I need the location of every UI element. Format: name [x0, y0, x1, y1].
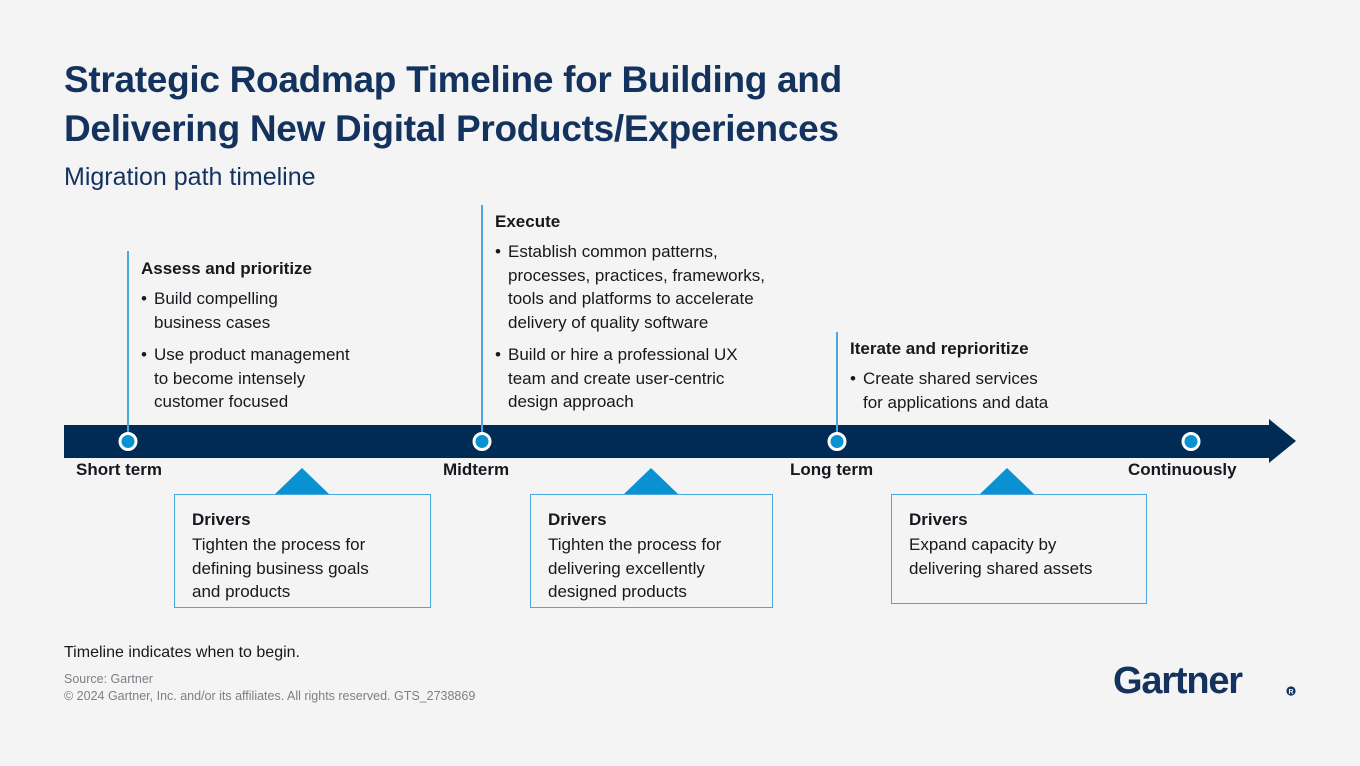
timeline-bar	[64, 419, 1296, 463]
driver-pointer-icon-1	[275, 468, 329, 494]
driver-box-3: Drivers Expand capacity by delivering sh…	[891, 494, 1147, 604]
driver-box-2: Drivers Tighten the process for deliveri…	[530, 494, 773, 608]
callout-title: Execute	[495, 212, 561, 231]
source-attribution: Source: Gartner © 2024 Gartner, Inc. and…	[64, 671, 475, 705]
bullet-icon: •	[141, 345, 147, 364]
list-item: • Build compelling business cases	[141, 287, 427, 334]
list-item-text: Build or hire a professional UX team and…	[508, 345, 738, 411]
callout-title: Assess and prioritize	[141, 259, 313, 278]
source-line: Source: Gartner	[64, 672, 153, 686]
callout-title: Iterate and reprioritize	[850, 339, 1029, 358]
timeline-label-short-term: Short term	[76, 460, 162, 479]
svg-text:R: R	[1288, 689, 1293, 696]
connector-stem-short-term	[127, 251, 129, 441]
timeline-bar-body	[64, 425, 1275, 458]
driver-title: Drivers	[192, 510, 251, 529]
connector-stem-long-term	[836, 332, 838, 441]
bullet-icon: •	[495, 345, 501, 364]
svg-text:Gartner: Gartner	[1113, 660, 1243, 702]
timeline-label-continuously: Continuously	[1128, 460, 1237, 479]
list-item-text: Build compelling business cases	[154, 289, 278, 332]
callout-iterate-and-reprioritize: Iterate and reprioritize • Create shared …	[836, 338, 1126, 414]
timeline-node-midterm[interactable]	[472, 432, 492, 451]
list-item-text: Establish common patterns, processes, pr…	[508, 242, 765, 332]
header: Strategic Roadmap Timeline for Building …	[64, 55, 1164, 192]
page-title: Strategic Roadmap Timeline for Building …	[64, 59, 842, 149]
bullet-icon: •	[850, 369, 856, 388]
list-item-text: Create shared services for applications …	[863, 369, 1049, 412]
callout-bullet-list: • Build compelling business cases • Use pr…	[141, 287, 427, 414]
driver-pointer-icon-2	[624, 468, 678, 494]
timeline-node-long-term[interactable]	[827, 432, 847, 451]
timeline-label-long-term: Long term	[790, 460, 874, 479]
list-item: • Establish common patterns, processes, p…	[495, 240, 826, 334]
callout-bullet-list: • Establish common patterns, processes, p…	[495, 240, 826, 414]
timeline-node-continuously[interactable]	[1181, 432, 1201, 451]
driver-text: Tighten the process for defining busines…	[192, 535, 369, 601]
bullet-icon: •	[495, 242, 501, 261]
page-subtitle: Migration path timeline	[64, 163, 316, 191]
driver-title: Drivers	[909, 510, 968, 529]
timeline-arrow-icon	[1269, 419, 1296, 463]
list-item: • Create shared services for applications…	[850, 367, 1126, 414]
driver-text: Expand capacity by delivering shared ass…	[909, 535, 1093, 578]
gartner-logo: Gartner R	[1113, 660, 1303, 702]
driver-title: Drivers	[548, 510, 607, 529]
list-item-text: Use product management to become intense…	[154, 345, 350, 411]
timeline-label-midterm: Midterm	[443, 460, 510, 479]
connector-stem-midterm	[481, 205, 483, 441]
callout-execute: Execute • Establish common patterns, proc…	[481, 211, 826, 414]
timeline-node-short-term[interactable]	[118, 432, 138, 451]
bullet-icon: •	[141, 289, 147, 308]
driver-text: Tighten the process for delivering excel…	[548, 535, 722, 601]
list-item: • Use product management to become intens…	[141, 343, 427, 414]
driver-pointer-icon-3	[980, 468, 1034, 494]
gartner-logo-icon: Gartner R	[1113, 660, 1296, 702]
timeline-note: Timeline indicates when to begin.	[64, 644, 300, 661]
copyright-line: © 2024 Gartner, Inc. and/or its affiliat…	[64, 689, 476, 703]
callout-assess-and-prioritize: Assess and prioritize • Build compelling …	[127, 258, 427, 414]
driver-box-1: Drivers Tighten the process for defining…	[174, 494, 431, 608]
callout-bullet-list: • Create shared services for applications…	[850, 367, 1126, 414]
list-item: • Build or hire a professional UX team an…	[495, 343, 826, 414]
